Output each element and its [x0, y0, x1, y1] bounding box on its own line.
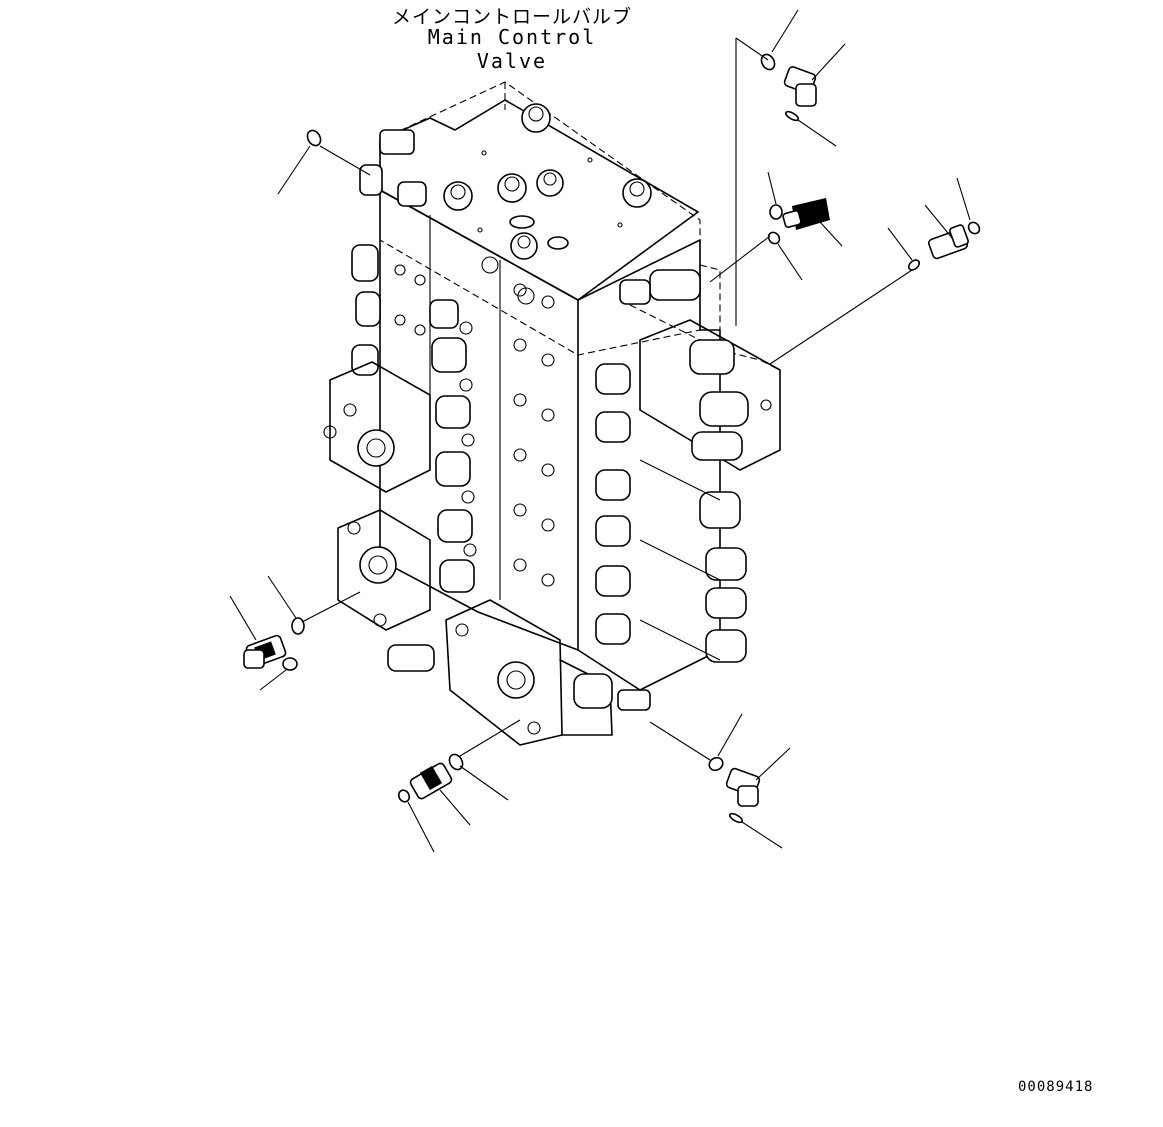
straight-fitting-icon: [769, 177, 981, 365]
main-control-valve-icon: [323, 81, 781, 746]
elbow-fitting-icon: [649, 713, 791, 849]
right-spool-caps: [595, 363, 747, 663]
straight-fitting-icon: [397, 719, 521, 853]
port-holes: [394, 256, 555, 587]
straight-fitting-icon: [767, 171, 843, 281]
elbow-fitting-icon: [760, 9, 846, 147]
drawing-number: 00089418: [1018, 1079, 1094, 1095]
title-english: Main Control Valve: [427, 25, 597, 73]
top-caps: [443, 103, 652, 260]
title-japanese: メインコントロールバルブ: [392, 6, 633, 28]
elbow-fitting-icon: [229, 575, 361, 691]
o-ring-icon: [277, 129, 371, 195]
